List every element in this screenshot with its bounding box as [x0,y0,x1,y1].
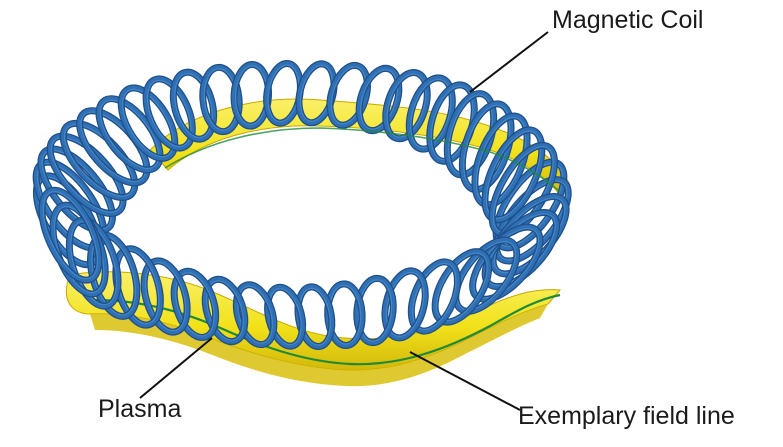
label-plasma: Plasma [98,395,181,424]
label-magnetic-coil: Magnetic Coil [552,6,703,35]
leader-line-field-line [410,352,520,410]
label-exemplary-field-line: Exemplary field line [518,402,735,431]
leader-line-plasma [140,338,212,398]
leader-line-magnetic-coil [470,32,548,92]
